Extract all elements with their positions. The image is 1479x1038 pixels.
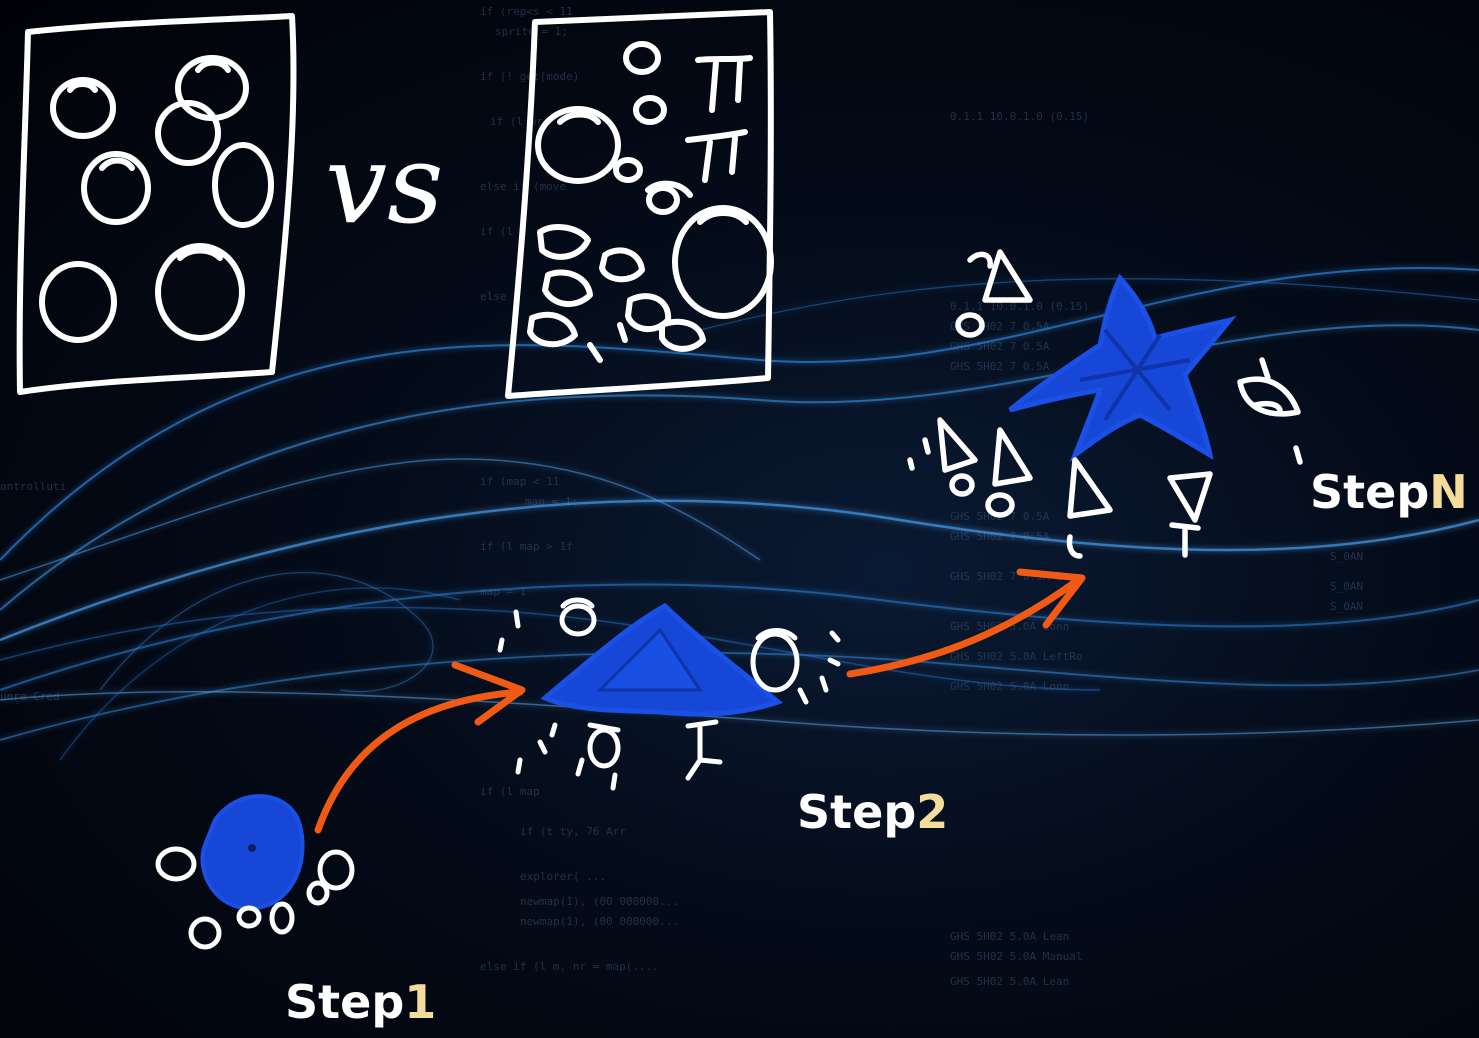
step-number: 1 (404, 975, 437, 1029)
svg-text:newmap(1), (00 000000...: newmap(1), (00 000000... (520, 895, 679, 908)
circle-icon (81, 151, 151, 225)
svg-text:unre Cred: unre Cred (0, 690, 60, 703)
svg-text:if (t ty, 76 Arr: if (t ty, 76 Arr (520, 825, 626, 838)
svg-text:GHS 5H02 5.0A Lean: GHS 5H02 5.0A Lean (950, 975, 1069, 988)
svg-text:explorer( ...: explorer( ... (520, 870, 606, 883)
step-number: N (1429, 465, 1468, 519)
circle-icon (175, 55, 249, 121)
step-2-label: Step2 (797, 785, 948, 839)
svg-text:else: else (480, 290, 507, 303)
svg-text:if (l wr: if (l wr (490, 115, 543, 128)
vs-label: vs (325, 120, 444, 248)
svg-text:if (l map > 1f: if (l map > 1f (480, 540, 573, 553)
circle-icon (155, 243, 245, 341)
step-word: Step (1310, 465, 1430, 519)
arrow-icon (314, 661, 526, 834)
circle-icon (672, 205, 774, 319)
step-1-label: Step1 (285, 975, 436, 1029)
circle-icon (50, 77, 116, 139)
step-word: Step (285, 975, 405, 1029)
blob-shape (200, 794, 305, 911)
circle-icon (155, 100, 221, 166)
star-shape (1008, 273, 1237, 463)
svg-text:if (l map: if (l map (480, 785, 540, 798)
svg-text:GHS 5H02 7 0.5A: GHS 5H02 7 0.5A (950, 530, 1050, 543)
svg-text:0.1.1 10.0.1.0 (0.15): 0.1.1 10.0.1.0 (0.15) (950, 110, 1089, 123)
step1-cluster (155, 794, 355, 950)
svg-text:S_0AN: S_0AN (1330, 550, 1363, 563)
svg-text:if (map < 11: if (map < 11 (480, 475, 559, 488)
circle-icon (535, 106, 621, 184)
step-n-label: StepN (1310, 465, 1468, 519)
arrow-icon (846, 568, 1086, 678)
svg-text:GHS 5H02 5.0A Lean: GHS 5H02 5.0A Lean (950, 930, 1069, 943)
step-number: 2 (916, 785, 949, 839)
circle-icon (39, 261, 117, 343)
svg-text:sprite = 1;: sprite = 1; (495, 25, 568, 38)
uniform-batch-box (16, 13, 297, 395)
step2-cluster (497, 597, 841, 791)
stepN-cluster (907, 249, 1303, 559)
svg-text:S_0AN: S_0AN (1330, 600, 1363, 613)
svg-text:if (rep<s < 11: if (rep<s < 11 (480, 5, 573, 18)
svg-text:GHS 5H02 7 0.5A: GHS 5H02 7 0.5A (950, 360, 1050, 373)
svg-text:if (l w: if (l w (480, 225, 527, 238)
svg-text:else if (l m, nr = map(....: else if (l m, nr = map(.... (480, 960, 659, 973)
box-outline (505, 9, 774, 399)
background-wave-lines (0, 266, 1479, 761)
svg-text:GHS 5H02 5.0A Manual: GHS 5H02 5.0A Manual (950, 950, 1082, 963)
svg-text:newmap(1), (00 000000...: newmap(1), (00 000000... (520, 915, 679, 928)
svg-text:GHS 5H02 5.0A LeftRo: GHS 5H02 5.0A LeftRo (950, 650, 1082, 663)
svg-text:0.1.1 10.0.1.0 (0.15): 0.1.1 10.0.1.0 (0.15) (950, 300, 1089, 313)
mixed-batch-box (505, 9, 774, 399)
svg-text:GHS 5H02 7 0.5A: GHS 5H02 7 0.5A (950, 340, 1050, 353)
svg-text:S_0AN: S_0AN (1330, 580, 1363, 593)
svg-text:GHS 5H02 7 0.5A: GHS 5H02 7 0.5A (950, 320, 1050, 333)
svg-text:ontrolluti: ontrolluti (0, 480, 66, 493)
svg-text:map = 1: map = 1 (480, 585, 526, 598)
background-code-texture: if (rep<s < 11 sprite = 1; if (! get(mod… (0, 5, 1363, 988)
circle-icon (212, 142, 274, 228)
step-word: Step (797, 785, 917, 839)
box-outline (16, 13, 297, 395)
